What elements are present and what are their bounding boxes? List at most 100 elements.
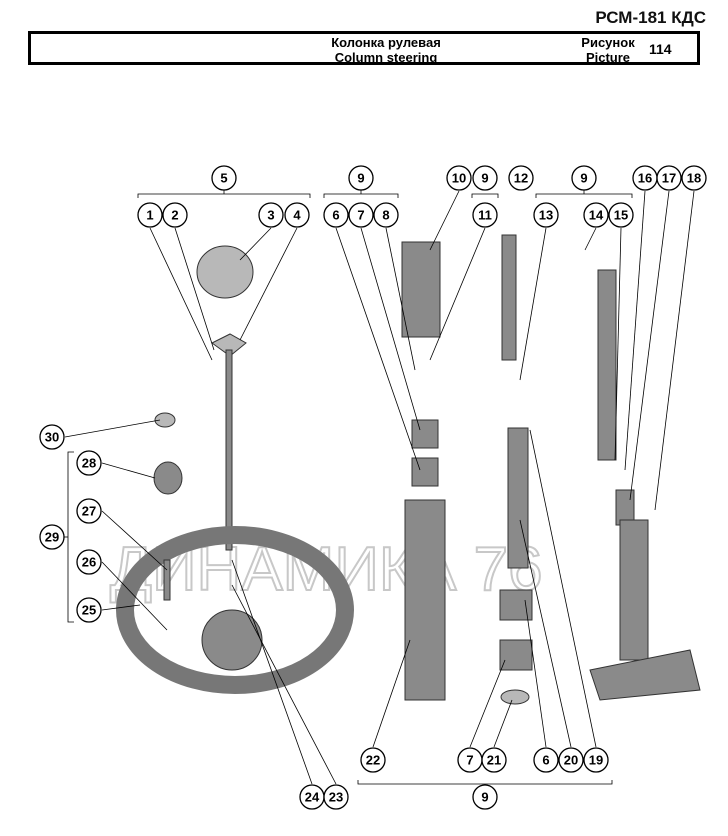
lower-shaft bbox=[507, 427, 529, 569]
parts bbox=[116, 234, 701, 705]
callout-number: 9 bbox=[481, 171, 488, 186]
callout-9: 9 bbox=[472, 165, 498, 191]
bolt bbox=[163, 559, 171, 601]
callout-circle bbox=[446, 165, 472, 191]
wheel-hub bbox=[201, 609, 263, 671]
callout-number: 1 bbox=[146, 208, 153, 223]
bushing bbox=[411, 457, 439, 487]
callout-number: 9 bbox=[357, 171, 364, 186]
callout-circle bbox=[323, 784, 349, 810]
callout-number: 15 bbox=[614, 208, 628, 223]
callout-number: 25 bbox=[82, 603, 96, 618]
callout-circle bbox=[348, 165, 374, 191]
callout-circle bbox=[39, 524, 65, 550]
callout-number: 18 bbox=[687, 171, 701, 186]
callout-11: 11 bbox=[472, 202, 498, 228]
callout-circle bbox=[533, 747, 559, 773]
callout-circle bbox=[360, 747, 386, 773]
wire-rod bbox=[225, 349, 233, 551]
callout-7: 7 bbox=[457, 747, 483, 773]
callout-9: 9 bbox=[472, 784, 498, 810]
callout-4: 4 bbox=[284, 202, 310, 228]
callout-27: 27 bbox=[76, 498, 102, 524]
callout-number: 16 bbox=[638, 171, 652, 186]
callout-9: 9 bbox=[571, 165, 597, 191]
callout-circle bbox=[162, 202, 188, 228]
callout-6: 6 bbox=[533, 747, 559, 773]
callout-circle bbox=[472, 784, 498, 810]
callout-number: 11 bbox=[478, 208, 492, 223]
model-code: РСМ-181 КДС bbox=[595, 8, 706, 27]
callout-number: 23 bbox=[329, 790, 343, 805]
callout-circle bbox=[656, 165, 682, 191]
callout-28: 28 bbox=[76, 450, 102, 476]
callout-5: 5 bbox=[211, 165, 237, 191]
washer-21 bbox=[500, 689, 530, 705]
callout-3: 3 bbox=[258, 202, 284, 228]
knob-cap bbox=[154, 412, 176, 428]
callout-number: 6 bbox=[332, 208, 339, 223]
knob bbox=[153, 461, 183, 495]
callout-24: 24 bbox=[299, 784, 325, 810]
callout-number: 7 bbox=[466, 753, 473, 768]
callout-2: 2 bbox=[162, 202, 188, 228]
tube-10 bbox=[401, 241, 441, 338]
callout-circle bbox=[481, 747, 507, 773]
callout-16: 16 bbox=[632, 165, 658, 191]
callout-circle bbox=[681, 165, 707, 191]
callout-19: 19 bbox=[583, 747, 609, 773]
callout-circle bbox=[508, 165, 534, 191]
steering-wheel bbox=[116, 526, 354, 694]
callout-8: 8 bbox=[373, 202, 399, 228]
callout-circle bbox=[558, 747, 584, 773]
callout-21: 21 bbox=[481, 747, 507, 773]
callout-number: 22 bbox=[366, 753, 380, 768]
callout-circle bbox=[76, 450, 102, 476]
callout-26: 26 bbox=[76, 549, 102, 575]
plate bbox=[211, 333, 247, 357]
callout-18: 18 bbox=[681, 165, 707, 191]
callout-circle bbox=[533, 202, 559, 228]
callout-12: 12 bbox=[508, 165, 534, 191]
callout-circle bbox=[373, 202, 399, 228]
callout-number: 13 bbox=[539, 208, 553, 223]
callout-number: 8 bbox=[382, 208, 389, 223]
callout-number: 21 bbox=[487, 753, 501, 768]
callout-number: 19 bbox=[589, 753, 603, 768]
callout-9: 9 bbox=[348, 165, 374, 191]
callout-number: 26 bbox=[82, 555, 96, 570]
callout-number: 27 bbox=[82, 504, 96, 519]
title-ru: Колонка рулевая bbox=[331, 35, 441, 50]
callout-circle bbox=[76, 498, 102, 524]
callout-number: 7 bbox=[357, 208, 364, 223]
callout-circle bbox=[137, 202, 163, 228]
bushing bbox=[411, 419, 439, 449]
callout-circle bbox=[76, 549, 102, 575]
callout-number: 9 bbox=[481, 790, 488, 805]
callout-number: 9 bbox=[580, 171, 587, 186]
mount-plate bbox=[589, 649, 701, 701]
callout-circle bbox=[258, 202, 284, 228]
callout-number: 14 bbox=[589, 208, 604, 223]
callout-6: 6 bbox=[323, 202, 349, 228]
callout-number: 5 bbox=[220, 171, 227, 186]
callout-circle bbox=[583, 202, 609, 228]
callout-number: 6 bbox=[542, 753, 549, 768]
title-en: Column steering bbox=[334, 50, 438, 65]
callout-29: 29 bbox=[39, 524, 65, 550]
bushing-7 bbox=[499, 639, 533, 671]
callout-circle bbox=[348, 202, 374, 228]
bracket-column-18 bbox=[619, 519, 649, 661]
callout-30: 30 bbox=[39, 424, 65, 450]
picture-ru: Рисунок bbox=[581, 35, 635, 50]
callout-number: 17 bbox=[662, 171, 676, 186]
callout-10: 10 bbox=[446, 165, 472, 191]
callout-circle bbox=[608, 202, 634, 228]
callout-circle bbox=[583, 747, 609, 773]
callout-14: 14 bbox=[583, 202, 609, 228]
callout-number: 29 bbox=[45, 530, 59, 545]
